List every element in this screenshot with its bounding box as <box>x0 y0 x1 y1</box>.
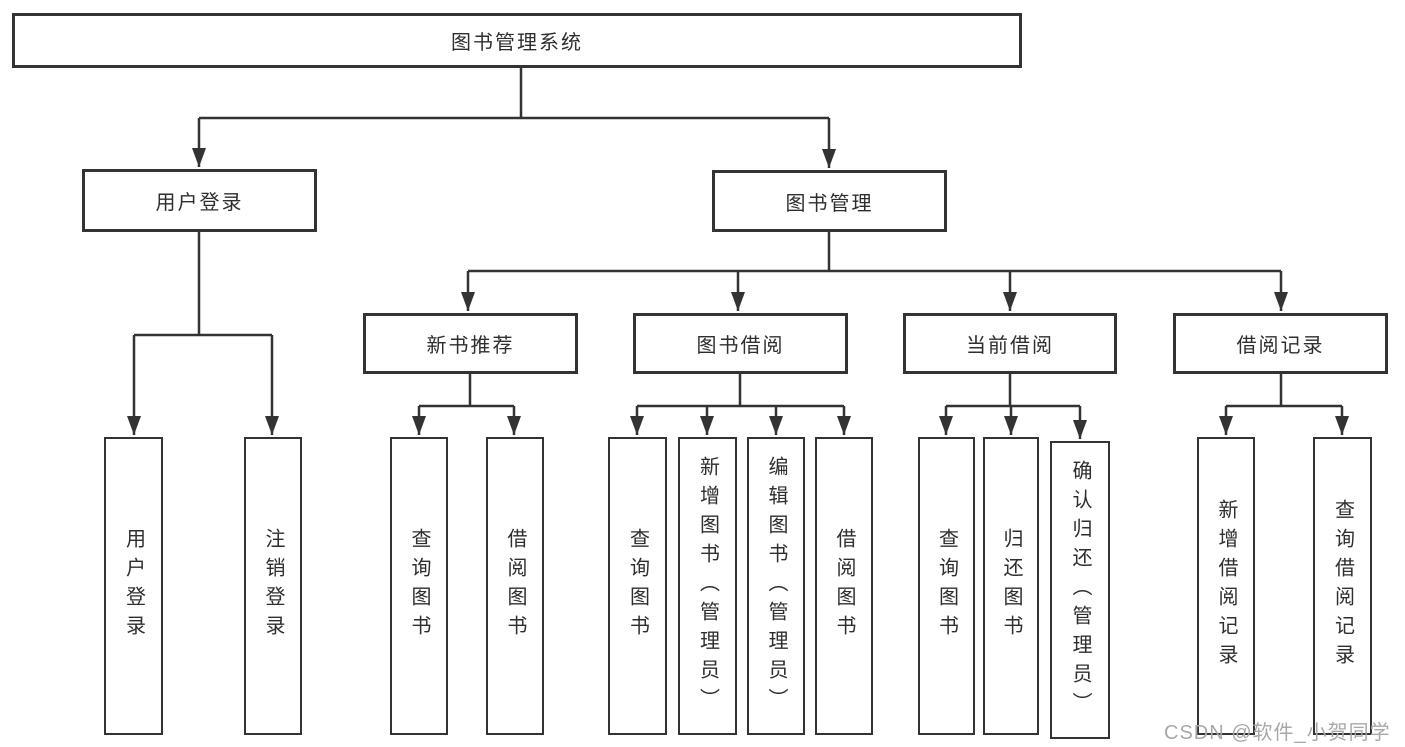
node-borrow-records: 借阅记录 <box>1173 313 1388 374</box>
leaf-borrow-edit-books-admin: 编辑图书（管理员） <box>747 437 805 735</box>
leaf-records-query-record: 查询借阅记录 <box>1313 437 1372 735</box>
leaf-user-login: 用户登录 <box>104 437 163 735</box>
leaf-newbooks-borrow-books: 借阅图书 <box>486 437 544 735</box>
node-book-borrow: 图书借阅 <box>633 313 848 374</box>
leaf-current-confirm-return-admin: 确认归还（管理员） <box>1050 441 1110 739</box>
node-root-system: 图书管理系统 <box>12 13 1022 68</box>
leaf-newbooks-query-books: 查询图书 <box>390 437 448 735</box>
leaf-current-return-books: 归还图书 <box>983 437 1039 735</box>
leaf-borrow-borrow-books: 借阅图书 <box>815 437 873 735</box>
leaf-borrow-query-books: 查询图书 <box>608 437 667 735</box>
leaf-borrow-add-books-admin: 新增图书（管理员） <box>678 437 737 735</box>
node-new-book-recommend: 新书推荐 <box>363 313 578 374</box>
node-current-borrow: 当前借阅 <box>903 313 1117 374</box>
leaf-current-query-books: 查询图书 <box>918 437 975 735</box>
node-book-management: 图书管理 <box>712 170 947 232</box>
leaf-logout: 注销登录 <box>244 437 302 735</box>
csdn-watermark: CSDN @软件_小贺同学 <box>1164 722 1391 744</box>
node-user-login: 用户登录 <box>82 169 317 232</box>
leaf-records-add-record: 新增借阅记录 <box>1197 437 1255 735</box>
